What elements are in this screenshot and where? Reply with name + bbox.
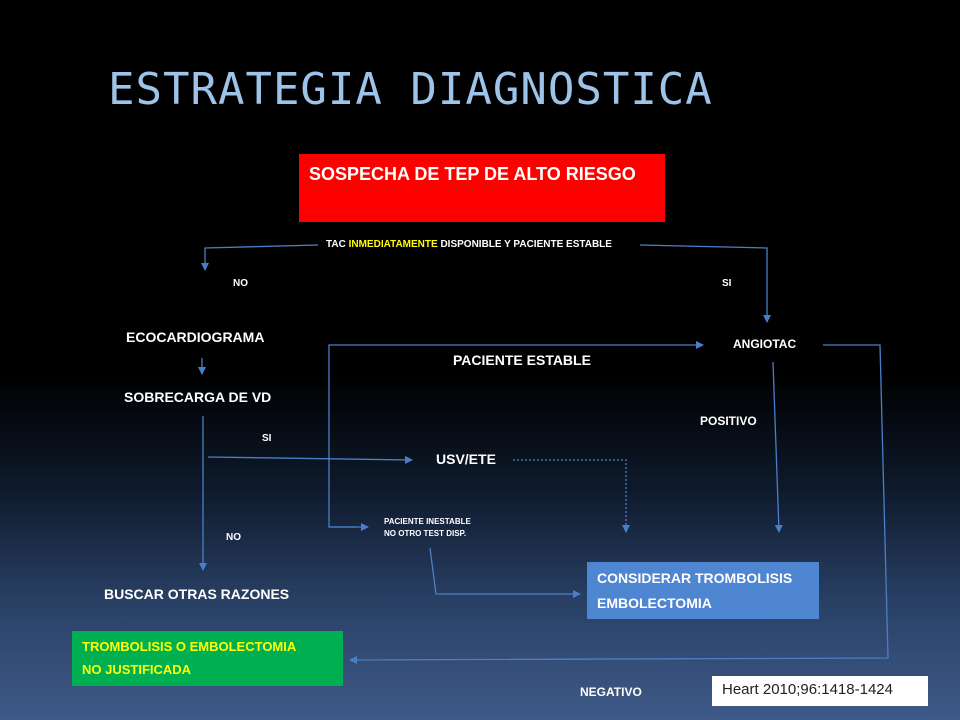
label-si-right: SI bbox=[722, 278, 732, 289]
arrow-angiotac-negativo bbox=[349, 344, 889, 664]
node-ecocardiograma: ECOCARDIOGRAMA bbox=[126, 329, 265, 345]
node-buscar-otras-razones: BUSCAR OTRAS RAZONES bbox=[104, 586, 290, 602]
label-no-left: NO bbox=[233, 278, 248, 289]
node-usv-ete: USV/ETE bbox=[436, 451, 496, 467]
node-paciente-estable: PACIENTE ESTABLE bbox=[453, 352, 591, 368]
inestable-line-2: NO OTRO TEST DISP. bbox=[384, 529, 467, 538]
dotted-arrow-usv-to-considerar bbox=[513, 459, 630, 533]
trombo-line-1: TROMBOLISIS O EMBOLECTOMIA bbox=[82, 639, 297, 654]
trombolisis-no-justificada-box: TROMBOLISIS O EMBOLECTOMIA NO JUSTIFICAD… bbox=[72, 631, 343, 686]
arrow-inestable-to-considerar bbox=[429, 547, 581, 598]
arrow-paciente-estable-to-angiotac bbox=[328, 341, 704, 528]
citation-text: Heart 2010;96:1418-1424 bbox=[722, 681, 893, 698]
considerar-line-1: CONSIDERAR TROMBOLISIS bbox=[597, 570, 793, 586]
label-si-mid: SI bbox=[262, 433, 272, 444]
tac-prefix: TAC bbox=[326, 239, 349, 250]
considerar-line-2: EMBOLECTOMIA bbox=[597, 595, 712, 611]
start-node-label: SOSPECHA DE TEP DE ALTO RIESGO bbox=[309, 164, 636, 184]
trombo-line-2: NO JUSTIFICADA bbox=[82, 662, 192, 677]
slide-title: ESTRATEGIA DIAGNOSTICA bbox=[108, 64, 713, 115]
node-sobrecarga-vd: SOBRECARGA DE VD bbox=[124, 389, 272, 405]
tac-suffix: DISPONIBLE Y PACIENTE ESTABLE bbox=[437, 239, 612, 250]
citation-box: Heart 2010;96:1418-1424 bbox=[712, 676, 928, 706]
arrow-to-si-branch bbox=[639, 244, 771, 323]
start-node-box: SOSPECHA DE TEP DE ALTO RIESGO bbox=[299, 154, 665, 222]
node-angiotac: ANGIOTAC bbox=[733, 337, 797, 351]
label-negativo: NEGATIVO bbox=[580, 685, 642, 699]
label-no-mid: NO bbox=[226, 532, 241, 543]
label-positivo: POSITIVO bbox=[700, 414, 757, 428]
arrow-to-no-branch bbox=[201, 244, 319, 271]
considerar-trombolisis-box: CONSIDERAR TROMBOLISIS EMBOLECTOMIA bbox=[587, 562, 819, 619]
tac-condition-label: TAC INMEDIATAMENTE DISPONIBLE Y PACIENTE… bbox=[326, 239, 612, 250]
node-paciente-inestable: PACIENTE INESTABLE NO OTRO TEST DISP. bbox=[384, 516, 471, 540]
arrow-si-to-usv bbox=[207, 455, 413, 464]
tac-highlight: INMEDIATAMENTE bbox=[348, 239, 438, 250]
arrow-angiotac-positivo bbox=[772, 361, 783, 533]
inestable-line-1: PACIENTE INESTABLE bbox=[384, 517, 471, 526]
